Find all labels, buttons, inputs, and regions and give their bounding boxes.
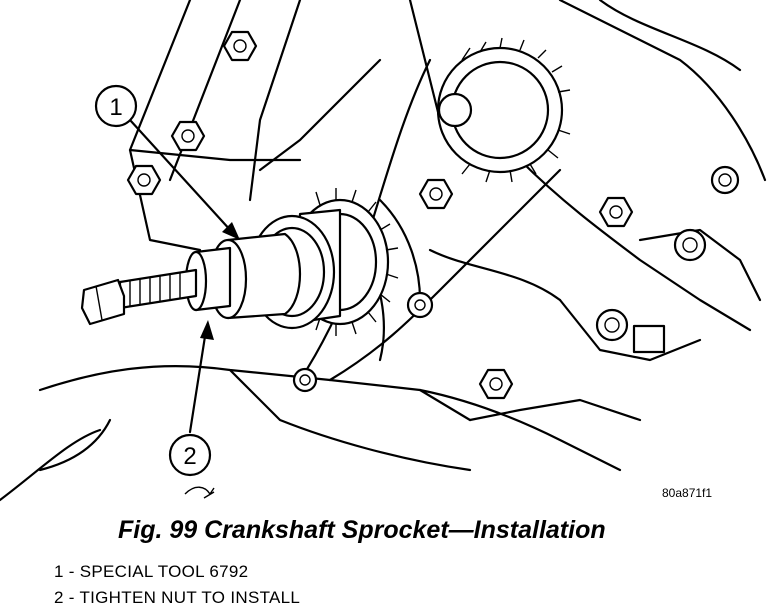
image-code: 80a871f1 xyxy=(662,486,713,500)
bolt-head xyxy=(292,367,318,393)
bolt-head xyxy=(598,196,634,228)
bolt-head xyxy=(406,291,434,319)
legend-item-2: 2 - TIGHTEN NUT TO INSTALL xyxy=(54,588,301,607)
sensor-block xyxy=(632,324,666,354)
bolt-head xyxy=(710,165,740,195)
engine-block xyxy=(0,0,767,502)
legend-item-1: 1 - SPECIAL TOOL 6792 xyxy=(54,562,249,581)
callout-arrow-1 xyxy=(128,118,240,240)
callout-2-number: 2 xyxy=(183,443,196,470)
rotation-mark xyxy=(184,486,215,499)
bolt-head xyxy=(595,308,629,342)
bolt-heads xyxy=(126,30,740,400)
callout-arrow-2 xyxy=(188,320,214,434)
bolt-head xyxy=(418,178,454,210)
upper-sprocket xyxy=(436,37,571,183)
special-tool xyxy=(80,232,301,326)
callout-1: 1 xyxy=(94,84,138,128)
callout-1-number: 1 xyxy=(109,94,122,121)
bolt-head xyxy=(170,120,206,152)
callout-2: 2 xyxy=(168,433,212,477)
crankshaft-sprocket-diagram: 1 2 xyxy=(0,0,767,502)
figure-caption: Fig. 99 Crankshaft Sprocket—Installation xyxy=(118,516,606,544)
bolt-head xyxy=(126,164,162,196)
bolt-head xyxy=(673,228,707,262)
bolt-head xyxy=(478,368,514,400)
bolt-head xyxy=(222,30,258,62)
